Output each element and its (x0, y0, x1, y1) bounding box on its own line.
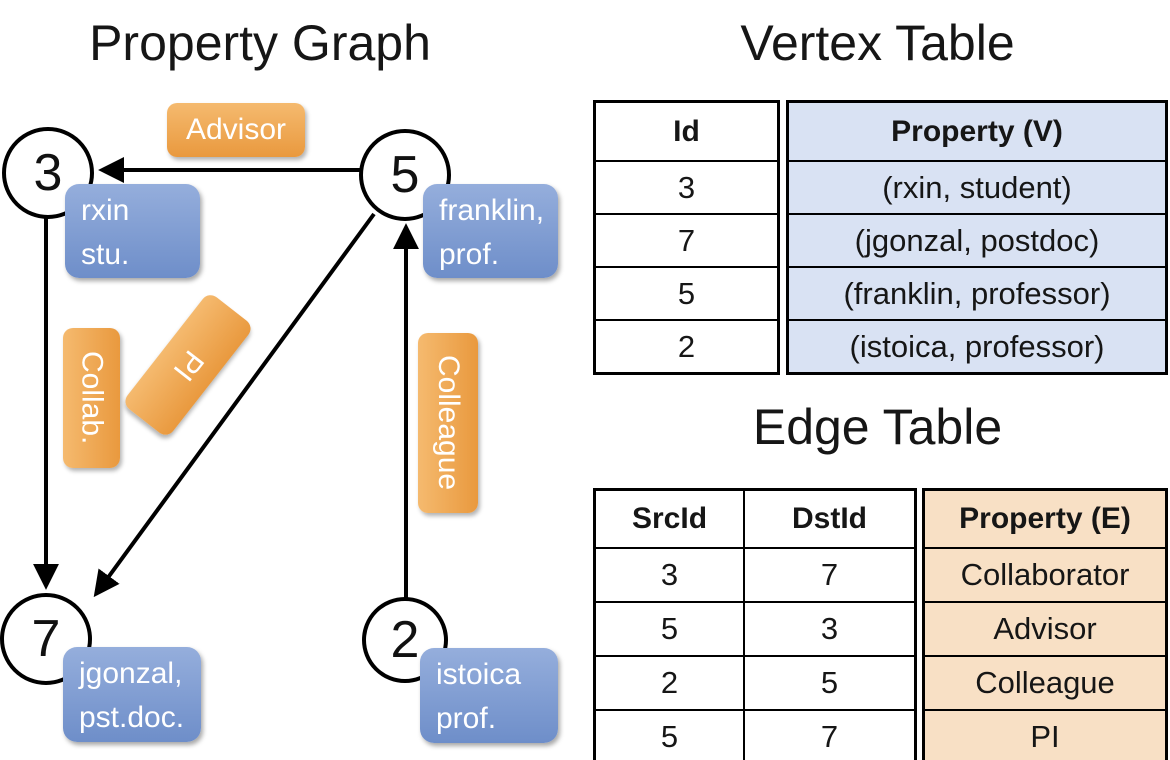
vertex-table-id-column: Id 3 7 5 2 (593, 100, 780, 375)
edge-table-property-cell: Colleague (925, 655, 1165, 709)
property-graph-title: Property Graph (89, 15, 431, 71)
edge-table-property-cell: Advisor (925, 601, 1165, 655)
vertex-label-line: pst.doc. (79, 701, 185, 735)
edge-table-property-cell: Collaborator (925, 547, 1165, 601)
vertex-table-id-cell: 2 (596, 319, 777, 372)
vertex-table-header-id: Id (673, 114, 700, 148)
vertex-table-id-cell: 3 (596, 160, 777, 213)
edge-label-colleague: Colleague (418, 333, 478, 513)
edge-table-dstid-cell: 7 (743, 549, 914, 601)
edge-table-property-column: Property (E) Collaborator Advisor Collea… (922, 488, 1168, 760)
vertex-table-property-cell: (rxin, student) (789, 160, 1165, 213)
edge-table-property-cell: PI (925, 709, 1165, 760)
vertex-table-id-cell: 5 (596, 266, 777, 319)
graph-edges-canvas (33, 157, 419, 605)
vertex-label-line: istoica (436, 658, 522, 691)
vertex-table-title: Vertex Table (740, 15, 1015, 71)
edge-table-header-row: SrcId DstId (596, 491, 914, 547)
edge-table-id-columns: SrcId DstId 3 7 5 3 2 5 5 7 (593, 488, 917, 760)
edge-table-row: 2 5 (596, 655, 914, 709)
vertex-label-franklin: franklin, prof. (423, 184, 558, 278)
vertex-label-istoica: istoica prof. (420, 648, 558, 743)
vertex-table-header-property: Property (V) (891, 114, 1063, 148)
edge-table-header-dstid: DstId (743, 491, 914, 547)
edge-label-advisor: Advisor (167, 103, 305, 157)
edge-table-dstid-cell: 5 (743, 657, 914, 709)
vertex-label-line: franklin, (439, 194, 545, 227)
vertex-label-line: prof. (436, 702, 497, 736)
vertex-table-id-cell: 7 (596, 213, 777, 266)
vertex-table-property-cell: (franklin, professor) (789, 266, 1165, 319)
vertex-circle-2: 2 (362, 597, 448, 683)
vertex-table-property-cell: (istoica, professor) (789, 319, 1165, 372)
edge-table-srcid-cell: 2 (660, 665, 679, 700)
edge-table-title: Edge Table (752, 399, 1003, 455)
edge-table-dstid-cell: 7 (743, 711, 914, 760)
vertex-table-property-column: Property (V) (rxin, student) (jgonzal, p… (786, 100, 1168, 375)
edge-table-row: 5 3 (596, 601, 914, 655)
edge-table-row: 3 7 (596, 547, 914, 601)
vertex-label-line: prof. (439, 238, 500, 272)
vertex-circle-5: 5 (359, 129, 451, 221)
edge-table-row: 5 7 (596, 709, 914, 760)
edge-label-collab: Collab. (63, 328, 120, 468)
vertex-table-property-cell: (jgonzal, postdoc) (789, 213, 1165, 266)
vertex-label-rxin: rxin stu. (65, 184, 200, 278)
edge-table-srcid-cell: 5 (660, 719, 679, 754)
edge-5-to-7 (93, 212, 376, 598)
edge-table-srcid-cell: 5 (660, 611, 679, 646)
edge-table-header-property: Property (E) (959, 502, 1131, 535)
vertex-label-line: stu. (81, 238, 130, 272)
vertex-label-jgonzal: jgonzal, pst.doc. (63, 647, 201, 742)
edge-table-dstid-cell: 3 (743, 603, 914, 655)
vertex-label-line: rxin (81, 194, 130, 227)
edge-table-srcid-cell: 3 (660, 557, 679, 592)
vertex-label-line: jgonzal, (79, 657, 183, 690)
edge-table-header-srcid: SrcId (631, 502, 708, 535)
